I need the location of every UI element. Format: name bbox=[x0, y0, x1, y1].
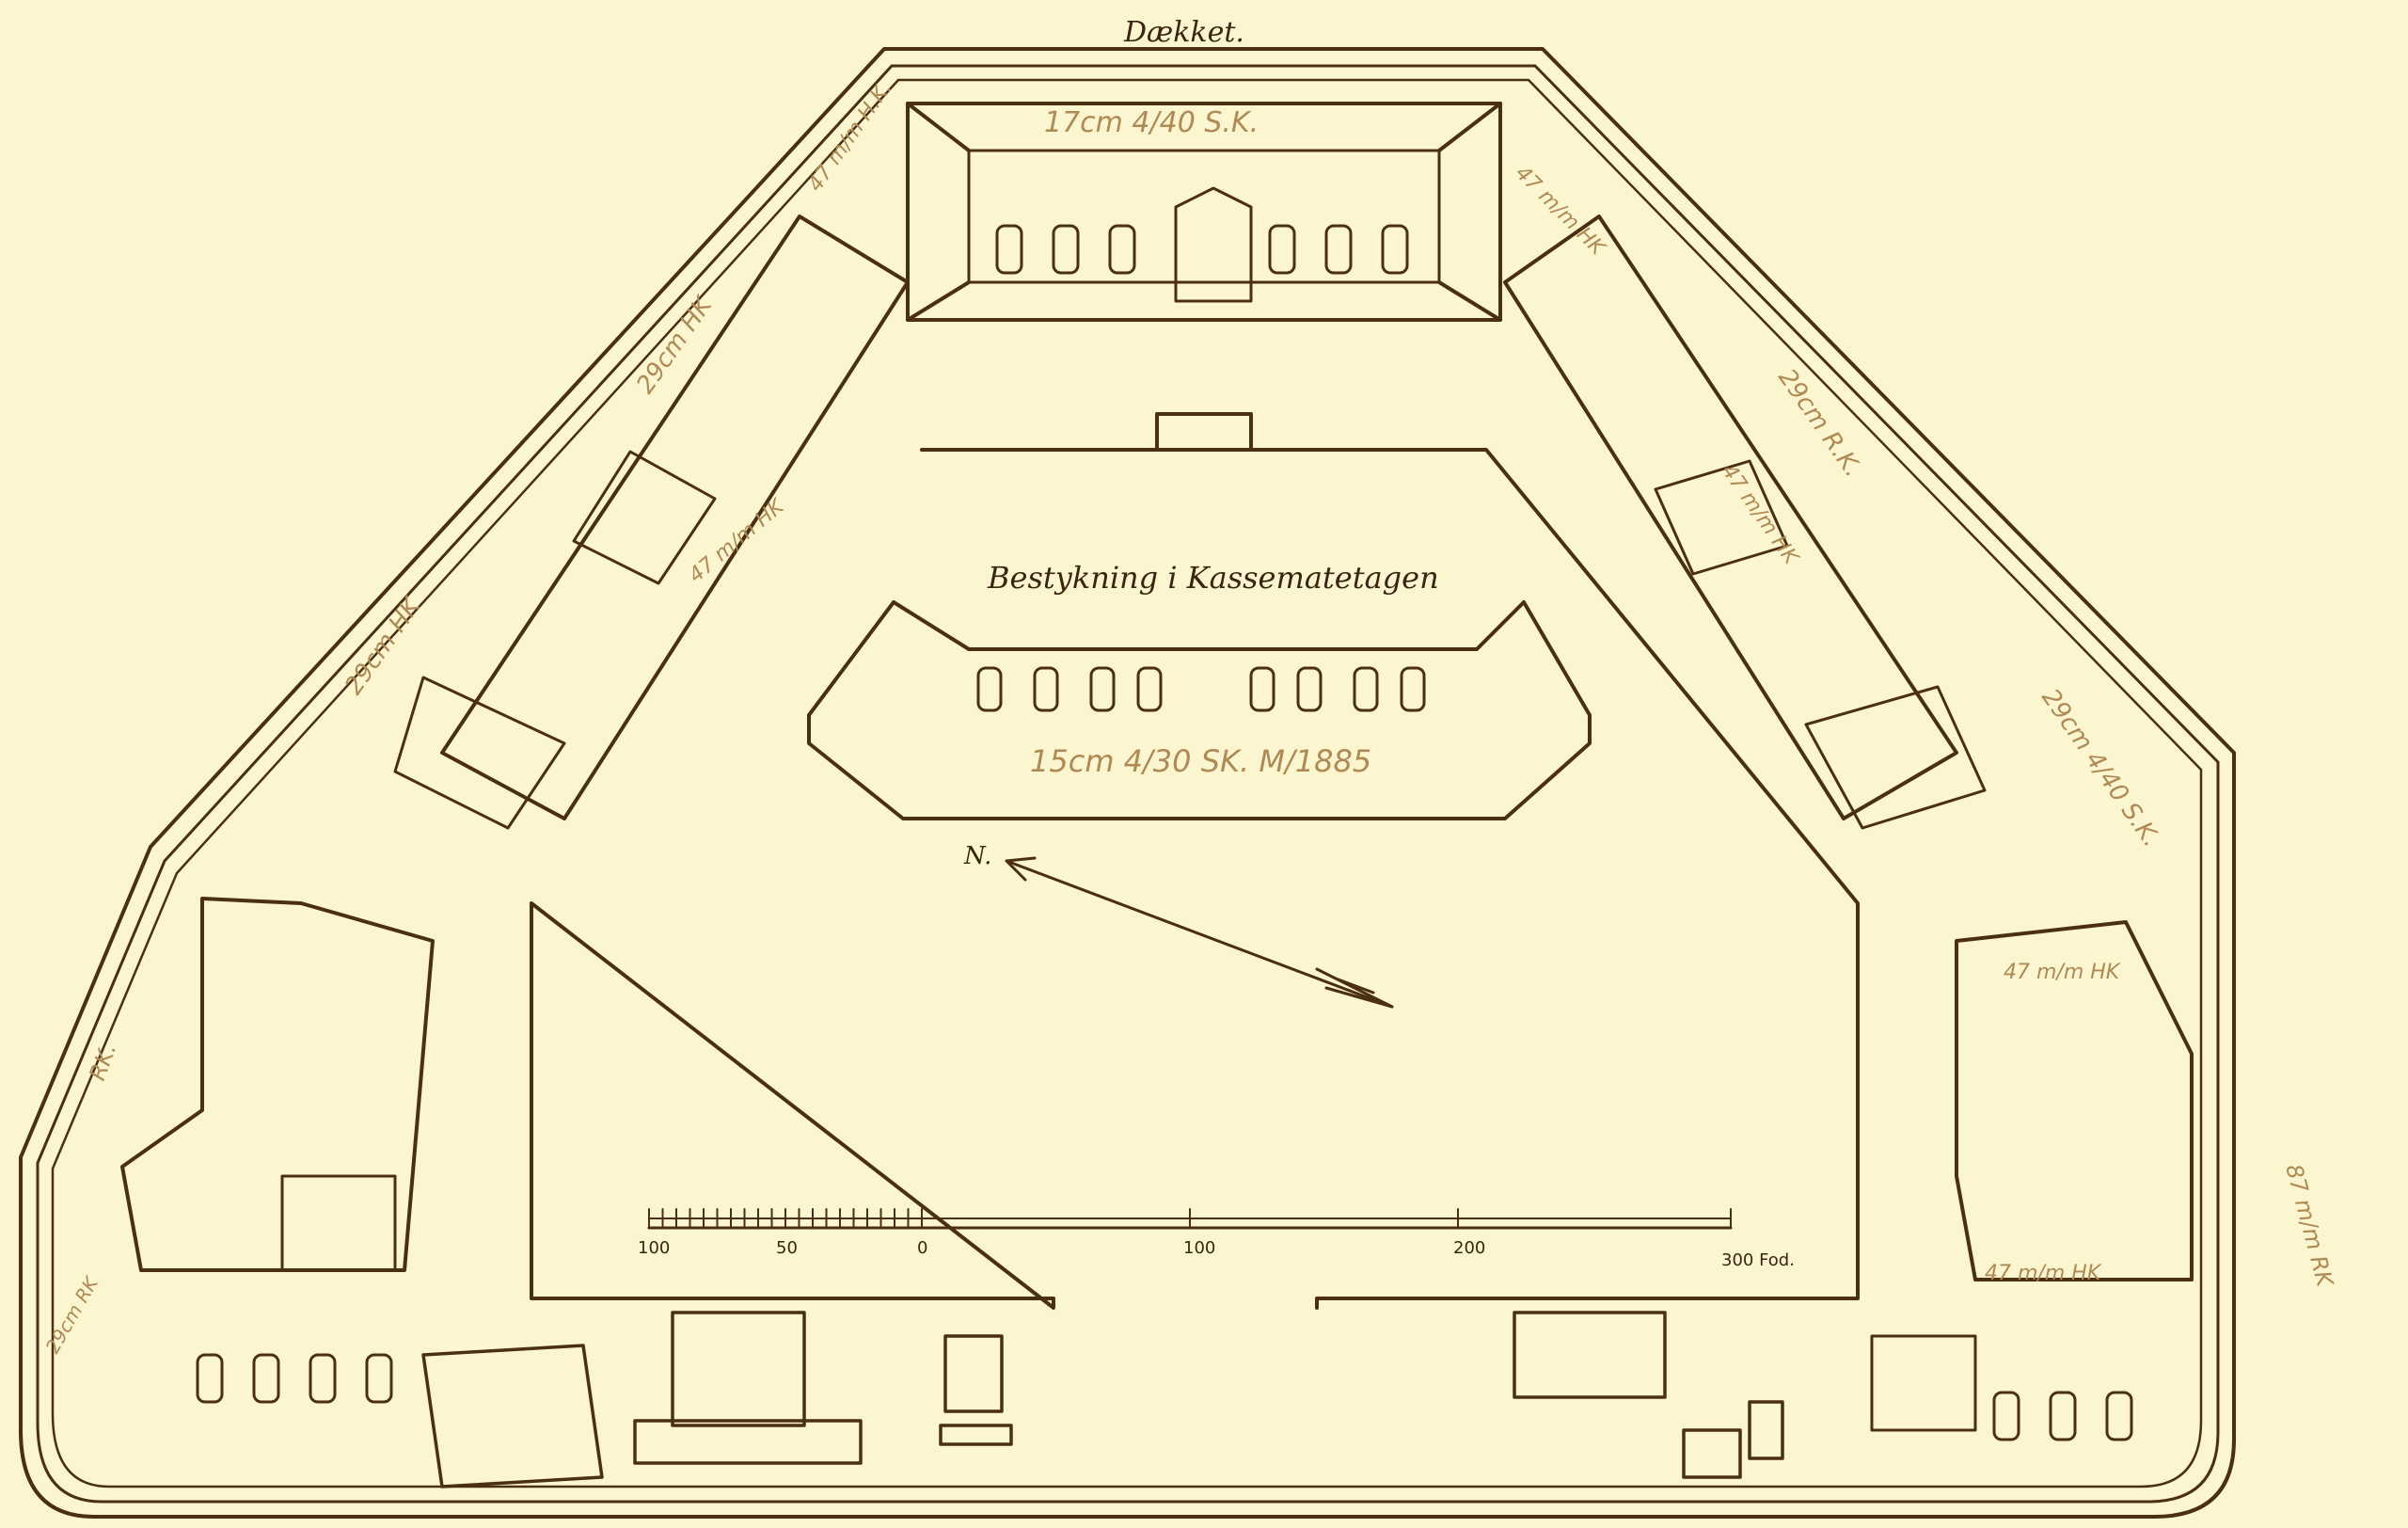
label-47mm-right-lower-1: 47 m/m HK bbox=[2004, 961, 2121, 984]
top-battery-block bbox=[906, 102, 1502, 322]
scale-tick-1: 100 bbox=[638, 1238, 670, 1258]
gun-emplacements bbox=[196, 224, 2133, 1441]
scale-tick-3: 0 bbox=[917, 1238, 927, 1258]
right-flank bbox=[1503, 215, 2194, 1432]
scale-tick-6: 300 Fod. bbox=[1721, 1250, 1795, 1270]
label-rk-left: RK. bbox=[84, 1040, 121, 1084]
label-47mm-right-lower-2: 47 m/m HK bbox=[1985, 1262, 2102, 1285]
label-47mm-top-right: 47 m/m HK bbox=[1511, 162, 1610, 262]
top-title: Dækket. bbox=[1123, 16, 1244, 49]
north-arrow: N. bbox=[963, 842, 1394, 1009]
inner-courtyard bbox=[530, 412, 1860, 1310]
scale-tick-2: 50 bbox=[776, 1238, 798, 1258]
label-29cm-bottom-left: 29cm RK bbox=[41, 1272, 103, 1358]
casemate-tier-battery bbox=[807, 600, 1592, 820]
top-battery-label: 17cm 4/40 S.K. bbox=[1044, 106, 1259, 139]
scale-bar: 100 50 0 100 200 300 Fod. bbox=[638, 1208, 1795, 1270]
outer-rampart bbox=[19, 47, 2236, 1519]
inner-battery-label: 15cm 4/30 SK. M/1885 bbox=[1030, 743, 1371, 779]
north-label: N. bbox=[963, 842, 991, 870]
label-29cm-right-middle: 29cm 4/40 S.K. bbox=[2036, 684, 2165, 852]
label-87mm-right: 87 m/m RK bbox=[2280, 1161, 2338, 1291]
scale-tick-5: 200 bbox=[1453, 1238, 1485, 1258]
inner-title: Bestykning i Kassematetagen bbox=[987, 560, 1439, 596]
label-29cm-left-middle: 29cm HK bbox=[340, 592, 427, 700]
label-47mm-left-upper: 47 m/m HK bbox=[685, 494, 790, 587]
left-flank bbox=[120, 215, 910, 1272]
bottom-buildings bbox=[421, 1311, 1784, 1488]
label-29cm-right-upper: 29cm R.K. bbox=[1772, 364, 1867, 483]
label-47mm-top-left: 47 m/m H.K. bbox=[803, 77, 896, 197]
scale-tick-4: 100 bbox=[1183, 1238, 1215, 1258]
